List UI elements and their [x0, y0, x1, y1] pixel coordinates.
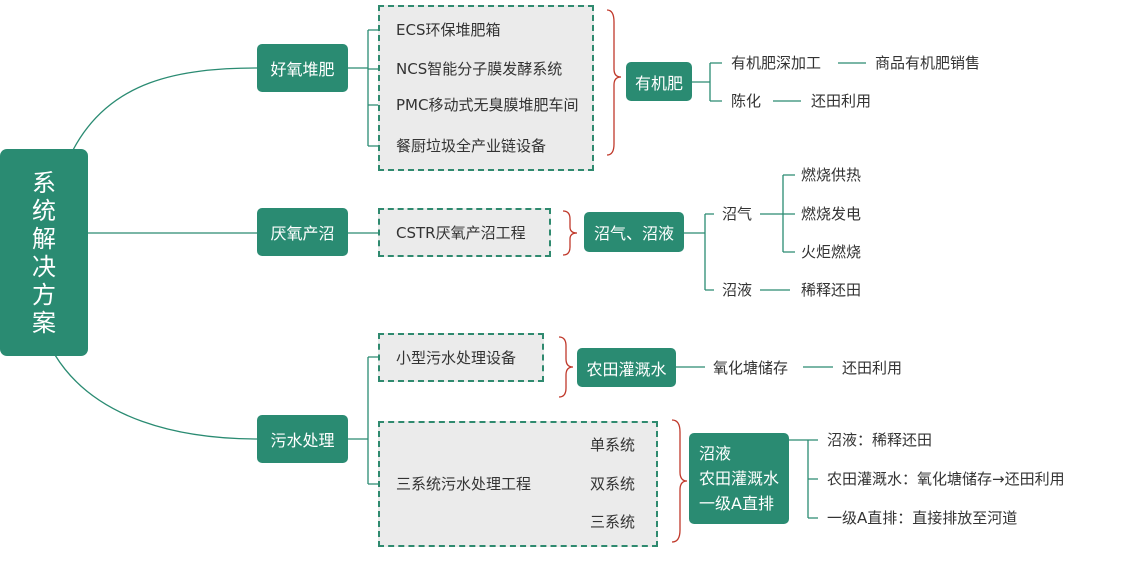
- output-result: 商品有机肥销售: [875, 54, 981, 72]
- small-sewage-equipment-group: [378, 333, 544, 382]
- equipment-item: 三系统污水处理工程: [396, 475, 532, 493]
- storage-result: 还田利用: [842, 359, 903, 377]
- equipment-item: CSTR厌氧产沼工程: [396, 224, 526, 242]
- system-item: 三系统: [590, 513, 636, 531]
- root-char: 统: [32, 196, 56, 225]
- equipment-item: NCS智能分子膜发酵系统: [396, 60, 563, 78]
- biogas-use: 火炬燃烧: [801, 243, 862, 261]
- root-char: 案: [32, 308, 56, 337]
- product-line: 一级A直排: [699, 494, 774, 513]
- anaerobic-equipment-group: [378, 208, 551, 257]
- root-char: 决: [32, 252, 56, 281]
- equipment-item: 餐厨垃圾全产业链设备: [396, 137, 547, 155]
- aerobic-equipment-group: [378, 5, 594, 171]
- disposal-result: 农田灌溉水：氧化塘储存→还田利用: [827, 470, 1065, 488]
- branch-sewage-treatment: 污水处理: [257, 415, 348, 463]
- disposal-result: 一级A直排：直接排放至河道: [827, 509, 1018, 527]
- root-char: 解: [32, 224, 56, 253]
- root-char: 系: [32, 168, 56, 197]
- root-node-system-solution: 系 统 解 决 方 案: [0, 149, 88, 356]
- equipment-item: PMC移动式无臭膜堆肥车间: [396, 96, 579, 114]
- equipment-item: ECS环保堆肥箱: [396, 21, 501, 39]
- slurry-result: 稀释还田: [801, 281, 862, 299]
- root-char: 方: [32, 280, 56, 309]
- biogas-use: 燃烧供热: [801, 166, 862, 184]
- equipment-item: 小型污水处理设备: [396, 349, 517, 367]
- three-system-project-group: [378, 421, 658, 547]
- output-label: 有机肥深加工: [731, 54, 822, 72]
- storage-step: 氧化塘储存: [713, 359, 789, 377]
- product-biogas-slurry: 沼气、沼液: [584, 212, 684, 252]
- branch-aerobic-composting: 好氧堆肥: [257, 44, 348, 92]
- system-item: 双系统: [590, 475, 636, 493]
- product-line: 沼液: [699, 444, 732, 463]
- product-irrigation-water: 农田灌溉水: [577, 348, 676, 387]
- output-label: 陈化: [731, 92, 762, 110]
- disposal-result: 沼液：稀释还田: [827, 431, 933, 449]
- output-result: 还田利用: [811, 92, 872, 110]
- biogas-use: 燃烧发电: [801, 205, 862, 223]
- slurry-label: 沼液: [722, 281, 753, 299]
- product-multi-output: 沼液 农田灌溉水 一级A直排: [689, 433, 789, 524]
- system-item: 单系统: [590, 436, 636, 454]
- product-organic-fertilizer: 有机肥: [626, 62, 692, 101]
- biogas-label: 沼气: [722, 205, 753, 223]
- branch-anaerobic-digestion: 厌氧产沼: [257, 208, 348, 256]
- product-line: 农田灌溉水: [699, 469, 780, 488]
